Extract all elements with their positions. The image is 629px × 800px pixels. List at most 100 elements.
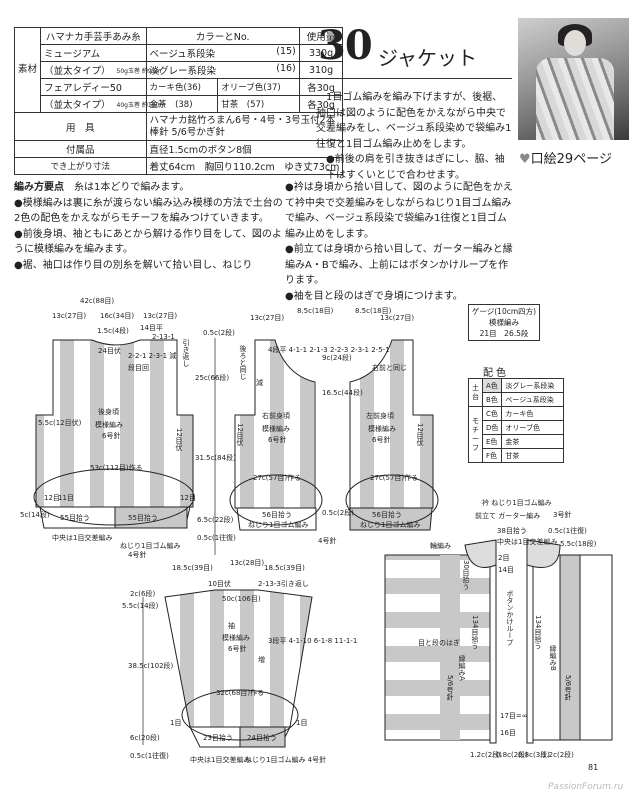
back-width-2: 16c(34目) [100,312,134,320]
edge-a: 縁編みA [458,654,466,681]
back-neck-2: 14目平 [140,324,163,332]
left-front-rib [349,507,433,531]
band-b1: 1.2c(2段) [470,750,502,759]
group-motif: モチーフ [468,406,483,463]
sleeve-top-off: 10目伏 [208,579,231,588]
size-value: 着丈64cm 胸回り110.2cm ゆき丈73cm [145,157,344,175]
watermark: PassionForum.ru [548,782,624,792]
right-front-pick: 56目拾う [262,510,292,519]
back-side-left: 5.5c(12目伏) [38,418,82,427]
back-rib-shade [114,506,188,529]
instruction-paragraph: ●前立ては身頃から拾い目して、ガーター編みと縁編みA・Bで編み、上前にはボタンか… [285,244,513,286]
left-front-pick: 56目拾う [372,510,402,519]
collar-center: 中央は1目交差編み [497,537,557,546]
color-key: B色 [481,392,503,407]
right-front-shape [234,339,316,509]
seam-label: 目と段のはぎ [418,638,460,647]
motif-12: 12目 [44,494,60,502]
band-two: 2目 [498,554,509,562]
front-neck-dec: 4段平 4-1-1 2-1-3 2-2-3 2-3-1 2-5-1 [268,345,390,354]
yarn-spec: 50g玉巻 約95m [116,67,162,75]
pattern-number: 30 [318,22,373,69]
sleeve-pick-right: 24目拾う [247,733,277,742]
back-motif-area [33,468,195,526]
color-name: カーキ色 [149,83,184,93]
rin-label: 輪編み [430,541,451,550]
right-front-rib [236,507,317,531]
right-front-label: 右前身頃 [262,411,290,420]
color-value: 甘茶 [501,448,565,463]
sleeve-rib: ねじり1目ゴム編み 4号針 [245,755,326,764]
collar-pick-30: 30目拾う [462,560,470,590]
sleeve-w2: 13c(28目) [230,559,264,567]
sleeve-pick-left: 23目拾う [203,733,233,742]
band-b3: 0.8c(3段) [518,750,550,759]
back-shoulder: 2-13-1 [152,333,175,341]
front-neck-h2: 16.5c(44段) [322,388,363,397]
sleeve-h2: 5.5c(14段) [122,601,159,610]
front-gen: 減 [256,378,263,387]
back-side-right: 12目伏 [175,428,183,452]
instruction-paragraph: ●衿は身頃から拾い目して、図のように配色をかえて衿中央で交差編みをしながらねじり… [285,182,513,240]
front-right-w2: 8.5c(18目) [297,307,334,315]
right-front-side: 12目伏 [236,423,244,447]
height-edge: 0.5c(1往復) [197,533,236,542]
sleeve-w3: 18.5c(39目) [264,564,305,572]
back-pick-right: 55目拾う [128,513,158,522]
model-photo [518,18,629,140]
sleeve-one-left: 1目 [170,719,181,727]
back-neck: 1.5c(4段) [97,326,129,335]
back-neck-dec: 24目伏 [98,346,121,355]
instruction-paragraph: ●裾、袖口は作り目の別糸を解いて拾い目し、ねじり [14,259,253,271]
left-front-side: 12目伏 [416,423,424,447]
color-no: (57) [246,100,265,110]
instructions-lead: 糸は1本どりで編みます。 [74,182,190,193]
color-name: 淡グレー系段染 [149,66,217,77]
back-rib-height: 5c(14段) [20,510,50,519]
sleeve-one-right: 1目 [296,719,307,727]
gauge-pattern: 模様編み [489,318,519,327]
intro-paragraph: 1目ゴム編みを編み下げますが、後裾、袖口は図のように配色をかえながら中央で交差編… [316,92,512,150]
right-front-rib: ねじり1目ゴム編み [248,520,308,529]
instructions-heading: 編み方要点 [14,182,64,193]
sleeve-h5: 0.5c(1往復) [130,751,169,760]
color-name: 甘茶 [221,100,239,110]
height-body: 31.5c(84段) [195,453,236,462]
back-width-3: 13c(27目) [143,312,177,320]
collar-left [464,539,497,568]
pattern-title: ジャケット [378,46,477,70]
color-no: (37) [263,83,281,93]
back-body-shape [35,339,194,508]
collar-pick: 38目拾う [497,526,527,535]
back-rib-type: ねじり1目ゴム編み [120,541,180,550]
color-key: F色 [481,448,503,463]
back-cast: 53c(112目)作る [90,463,143,472]
tools-value: ハマナカ銘竹ろまん6号・4号・3号玉付2本棒針 5/6号かぎ針 [145,112,344,141]
jacket-image [536,58,614,140]
pick-134-right: 134目拾う [534,615,542,650]
height-armhole: 25c(66段) [195,373,229,382]
color-no: (38) [175,100,193,110]
button-loop: ボタンかけループ [506,590,514,646]
front-rib-needle: 4号針 [318,536,336,545]
right-front-pattern: 模様編み [262,424,290,433]
yarn-type: （並太タイプ） [44,66,111,77]
sleeve-hikikaeshi: 2-13-3引き返し [258,579,309,588]
front-neck-h: 9c(24段) [322,353,352,362]
color-name: ベージュ系段染 [149,49,216,60]
collar-right [526,539,561,568]
front-same-right: 右前と同じ [372,363,407,372]
front-same-back: 後ろと同じ [239,344,247,380]
back-rib-needle: 4号針 [128,550,146,559]
gauge-values: 21目 26.5段 [479,329,529,338]
page-number: 81 [588,763,599,772]
title-divider [316,78,512,79]
motif-11: 11目 [58,494,74,502]
back-width-1: 13c(27目) [52,312,86,320]
sleeve-needle: 6号針 [228,644,246,653]
instruction-paragraph: ●前後身頃、袖ともにあとから解ける作り目をして、図のように模様編みを編みます。 [14,228,282,256]
materials-section-label: 素材 [13,27,42,113]
band-seventeen: 17目=∞ [500,712,528,720]
yarn-type: （並太タイプ） [44,100,111,111]
